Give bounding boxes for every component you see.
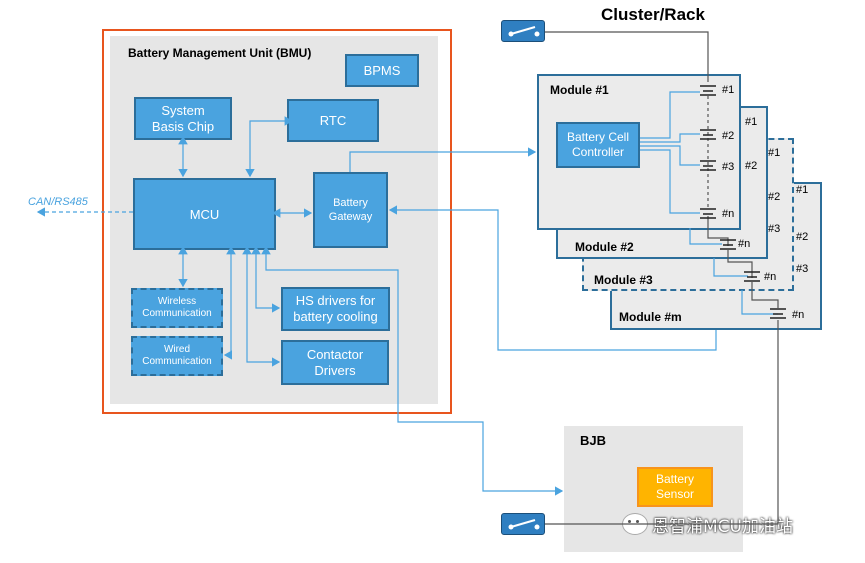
contactor-drivers-label: Contactor Drivers (306, 346, 364, 378)
contactor-drivers-block: Contactor Drivers (281, 340, 389, 385)
mcu-label: MCU (189, 206, 220, 222)
module-2-label: Module #2 (575, 240, 634, 254)
wired-communication-label: Wired Communication (142, 344, 212, 367)
m2-cell-1: #1 (745, 116, 758, 128)
hs-drivers-block: HS drivers for battery cooling (281, 287, 390, 331)
bmu-title: Battery Management Unit (BMU) (128, 46, 312, 60)
wireless-communication-label: Wireless Communication (142, 296, 212, 319)
wechat-icon (622, 513, 648, 535)
wireless-communication-block: Wireless Communication (131, 288, 223, 328)
m2-cell-2: #2 (745, 160, 758, 172)
bpms-label: BPMS (363, 63, 401, 78)
hs-drivers-label: HS drivers for battery cooling (293, 293, 378, 324)
m1-cell-1: #1 (722, 84, 735, 96)
bottom-contactor-switch-icon (501, 513, 545, 535)
mm-cell-2: #2 (796, 231, 809, 243)
m3-cell-n: #n (764, 271, 777, 283)
m3-cell-1: #1 (768, 147, 781, 159)
mcu-block: MCU (133, 178, 276, 250)
module-3-label: Module #3 (594, 273, 653, 287)
top-contactor-switch-icon (501, 20, 545, 42)
rtc-block: RTC (287, 99, 379, 142)
battery-gateway-block: Battery Gateway (313, 172, 388, 248)
m1-cell-2: #2 (722, 130, 735, 142)
bjb-title: BJB (580, 433, 607, 448)
can-rs485-label: CAN/RS485 (28, 196, 88, 208)
battery-sensor-label: Battery Sensor (655, 472, 695, 501)
module-m-label: Module #m (619, 310, 682, 324)
watermark-text: 恩智浦MCU加油站 (652, 516, 793, 537)
mm-cell-3: #3 (796, 263, 809, 275)
m1-cell-n: #n (722, 208, 735, 220)
watermark: 恩智浦MCU加油站 (622, 510, 793, 538)
m1-cell-3: #3 (722, 161, 735, 173)
module-1-label: Module #1 (550, 83, 609, 97)
mm-cell-n: #n (792, 309, 805, 321)
battery-cell-controller-label: Battery Cell Controller (566, 130, 630, 159)
system-basis-chip-block: System Basis Chip (134, 97, 232, 140)
system-basis-chip-label: System Basis Chip (151, 102, 215, 134)
rtc-label: RTC (319, 113, 347, 128)
m3-cell-3: #3 (768, 223, 781, 235)
bpms-block: BPMS (345, 54, 419, 87)
battery-cell-controller-block: Battery Cell Controller (556, 122, 640, 168)
battery-sensor-block: Battery Sensor (637, 467, 713, 507)
wired-communication-block: Wired Communication (131, 336, 223, 376)
battery-gateway-label: Battery Gateway (328, 197, 373, 223)
m2-cell-n: #n (738, 238, 751, 250)
m3-cell-2: #2 (768, 191, 781, 203)
mm-cell-1: #1 (796, 184, 809, 196)
cluster-rack-title: Cluster/Rack (601, 5, 705, 24)
